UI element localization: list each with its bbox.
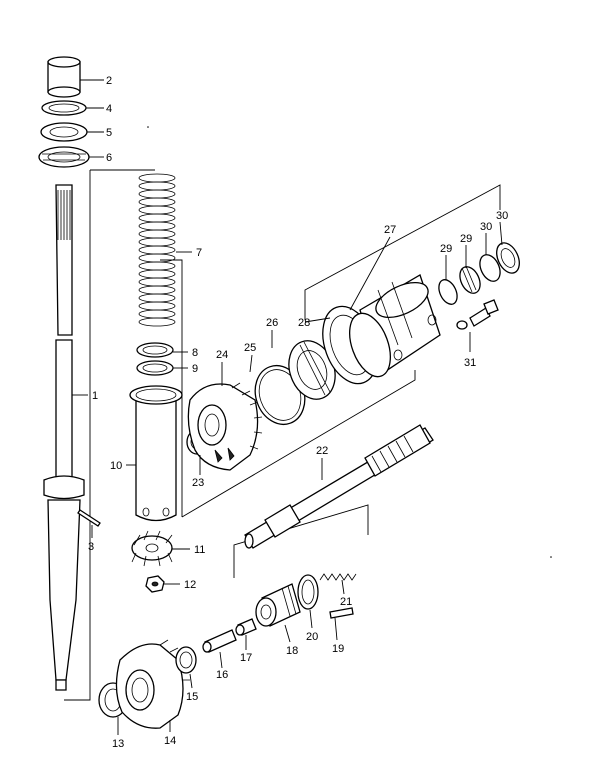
- part-6-thrust-bearing: [38, 146, 90, 168]
- callout-4: 4: [106, 103, 112, 115]
- callout-3: 3: [88, 541, 94, 553]
- spring-coil: [138, 229, 176, 239]
- callout-30-right: 30: [496, 210, 508, 222]
- part-17-plunger: [235, 618, 257, 636]
- callout-26: 26: [266, 317, 278, 329]
- leader-lines: [72, 79, 503, 735]
- part-16-shift-pin: [202, 629, 237, 653]
- part-29-needle-bearing: [438, 265, 481, 305]
- callout-15: 15: [186, 691, 198, 703]
- callout-19: 19: [332, 643, 344, 655]
- spring-coil: [138, 309, 176, 319]
- callout-24: 24: [216, 349, 228, 361]
- callout-29-right: 29: [460, 233, 472, 245]
- speck: [550, 556, 552, 558]
- spring-coil: [138, 213, 176, 223]
- spring-coil: [138, 317, 176, 327]
- callout-20: 20: [306, 631, 318, 643]
- speck: [147, 126, 149, 128]
- part-18-clutch-dog: [255, 583, 301, 627]
- spring-coil: [138, 205, 176, 215]
- part-9-ring: [136, 360, 174, 376]
- part-7-spring: [138, 173, 176, 327]
- part-20-ring: [297, 574, 319, 610]
- callout-21: 21: [340, 596, 352, 608]
- part-11-pinion-gear: [131, 530, 173, 567]
- callout-18: 18: [286, 645, 298, 657]
- callout-5: 5: [106, 127, 112, 139]
- callout-8: 8: [192, 347, 198, 359]
- part-15-washer: [175, 646, 197, 674]
- spring-coil: [138, 261, 176, 271]
- callout-7: 7: [196, 247, 202, 259]
- part-4-shim: [41, 100, 87, 116]
- callout-1: 1: [92, 390, 98, 402]
- part-8-ring: [136, 342, 174, 358]
- part-30-oil-seal: [479, 242, 520, 282]
- group-bracket-lines: [64, 169, 501, 701]
- spring-coil: [138, 197, 176, 207]
- spring-coil: [138, 253, 176, 263]
- part-14-reverse-gear: [115, 639, 190, 729]
- part-12-nut: [145, 575, 165, 593]
- callout-6: 6: [106, 152, 112, 164]
- callout-25: 25: [244, 342, 256, 354]
- part-5-thrust-washer: [40, 122, 88, 142]
- callout-28: 28: [298, 317, 310, 329]
- spring-coil: [138, 269, 176, 279]
- callout-14: 14: [164, 735, 176, 747]
- callout-17: 17: [240, 652, 252, 664]
- spring-coil: [138, 301, 176, 311]
- callout-11: 11: [194, 544, 205, 556]
- part-19-pin: [329, 607, 354, 619]
- spring-coil: [138, 221, 176, 231]
- spring-coil: [138, 293, 176, 303]
- part-3-pin: [77, 509, 101, 527]
- callout-13: 13: [112, 738, 124, 750]
- part-27-bearing-housing: [349, 274, 441, 378]
- spring-coil: [138, 277, 176, 287]
- part-1-drive-shaft: [43, 184, 85, 691]
- spring-coil: [138, 285, 176, 295]
- callout-27: 27: [384, 224, 396, 236]
- part-10-sleeve: [129, 385, 183, 522]
- callout-labels: 2 4 5 6 1 3 7 8 9 10 11 12 13 14 15 16 1…: [88, 75, 508, 750]
- part-21-spring: [319, 573, 357, 581]
- callout-30-left: 30: [480, 221, 492, 233]
- callout-22: 22: [316, 445, 328, 457]
- callout-31: 31: [464, 357, 476, 369]
- callout-12: 12: [184, 579, 196, 591]
- callout-9: 9: [192, 363, 198, 375]
- callout-10: 10: [110, 460, 122, 472]
- spring-coil: [138, 173, 176, 183]
- part-31-bolt: [456, 299, 499, 330]
- spring-coil: [138, 189, 176, 199]
- part-24-forward-gear: [187, 382, 263, 471]
- callout-2: 2: [106, 75, 112, 87]
- callout-16: 16: [216, 669, 228, 681]
- part-22-propeller-shaft: [244, 424, 434, 549]
- spring-coil: [138, 237, 176, 247]
- spring-coil: [138, 181, 176, 191]
- callout-29-left: 29: [440, 243, 452, 255]
- spring-coil: [138, 245, 176, 255]
- callout-23: 23: [192, 477, 204, 489]
- part-2-bushing: [47, 56, 81, 98]
